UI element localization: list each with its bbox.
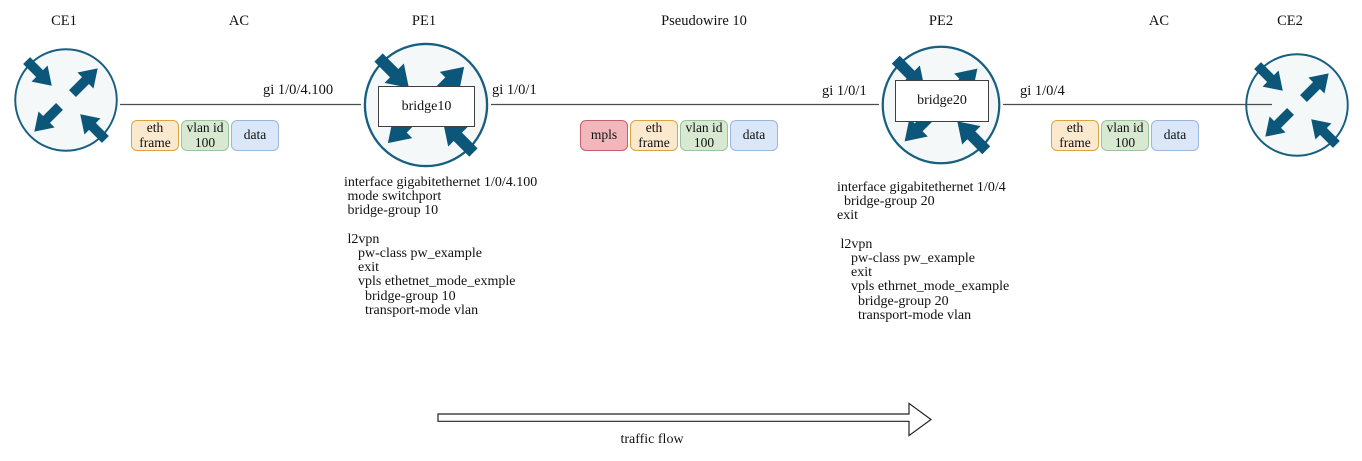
- node-label-ce2: CE2: [1277, 13, 1303, 29]
- data-box: data: [1151, 120, 1199, 151]
- vlan-id-box: vlan id 100: [680, 120, 728, 151]
- interface-label-pe2-gi-1-0-1: gi 1/0/1: [822, 83, 867, 99]
- bridge10-label: bridge10: [401, 98, 452, 114]
- interface-label-gi-1-0-4: gi 1/0/4: [1020, 83, 1065, 99]
- data-box: data: [231, 120, 279, 151]
- node-label-pe2: PE2: [928, 13, 954, 29]
- pe2-config-text: interface gigabitethernet 1/0/4 bridge-g…: [837, 180, 1010, 323]
- vlan-id-box: vlan id 100: [1101, 120, 1149, 151]
- data-box: data: [730, 120, 778, 151]
- pe1-config-text: interface gigabitethernet 1/0/4.100 mode…: [344, 175, 538, 318]
- segment-label-ac-left: AC: [228, 13, 250, 29]
- interface-label-pe1-gi-1-0-1: gi 1/0/1: [492, 82, 537, 98]
- bridge20-box: bridge20: [895, 80, 989, 122]
- traffic-flow-arrow: [437, 402, 933, 437]
- vlan-id-box: vlan id 100: [181, 120, 229, 151]
- mpls-box: mpls: [580, 120, 628, 151]
- eth-frame-box: eth frame: [131, 120, 179, 151]
- traffic-flow-label: traffic flow: [620, 432, 684, 447]
- bridge20-label: bridge20: [917, 93, 967, 108]
- frame-pseudowire: mpls eth frame vlan id 100 data: [580, 120, 778, 151]
- router-icon-ce2: [1245, 53, 1349, 157]
- segment-label-ac-right: AC: [1148, 13, 1170, 29]
- node-label-pe1: PE1: [411, 13, 437, 29]
- frame-ac-left: eth frame vlan id 100 data: [131, 120, 279, 151]
- frame-ac-right: eth frame vlan id 100 data: [1051, 120, 1199, 151]
- eth-frame-box: eth frame: [1051, 120, 1099, 151]
- bridge10-box: bridge10: [378, 86, 475, 127]
- eth-frame-box: eth frame: [630, 120, 678, 151]
- segment-label-pseudowire: Pseudowire 10: [661, 13, 747, 29]
- router-icon-ce1: [14, 48, 118, 152]
- interface-label-gi-1-0-4-100: gi 1/0/4.100: [263, 82, 334, 98]
- node-label-ce1: CE1: [51, 13, 77, 29]
